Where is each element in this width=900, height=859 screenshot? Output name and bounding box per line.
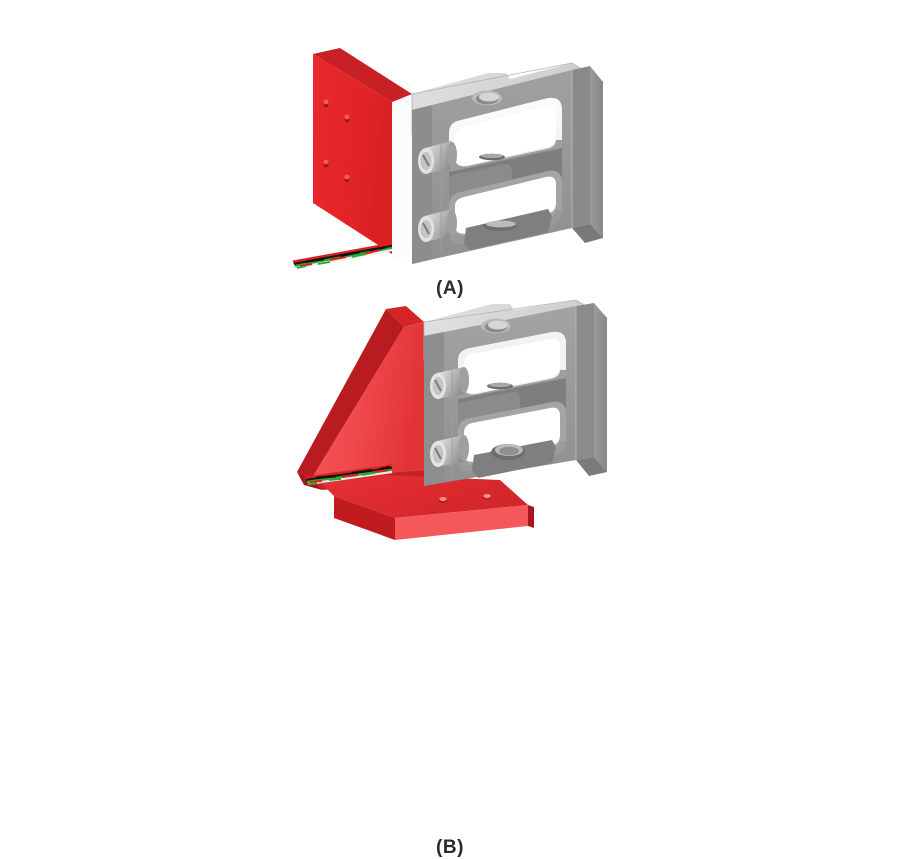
cell-upper-cavity-inner-b [464,338,560,394]
base-plate-hole-highlight-b-2 [483,494,491,498]
cell-lower-hole-bore-b [499,446,519,456]
bracket-top-bevel-b [386,306,424,327]
cell-top-hole-highlight-b [488,320,508,330]
ribbon-cable-b [304,464,393,486]
screw-slot-lower-a [422,222,430,235]
screw-tip-upper-b [459,367,469,393]
plate-top-bevel-a [313,48,412,104]
bracket-left-edge-b [297,309,404,478]
cell-screw-lower-a [418,209,457,242]
red-base-plate-b [321,475,534,540]
cell-right-end-face-a [590,66,603,238]
cell-bottom-bevel-b [576,457,607,476]
cable-weave-red-a [299,249,381,267]
cell-bottom-bevel-a [572,224,603,243]
screw-tip-lower-b [459,435,469,461]
base-plate-hole-highlight-b-1 [439,497,447,501]
panel-b-caption: (B) [436,837,464,858]
screw-slot-upper-a [422,154,430,167]
cell-mount-face-a [392,94,412,262]
cell-top-hole-highlight-a [479,92,499,102]
base-plate-left-face-b [334,496,395,540]
cable-weave-green-a [296,253,367,269]
screw-tip-lower-a [447,210,457,236]
cell-screw-upper-a [418,141,457,174]
load-cell-a [392,62,604,264]
screw-tip-upper-a [447,142,457,168]
plate-hole-highlight-a-1 [323,99,329,105]
cable-wire-red-a [292,242,393,264]
screw-slot-lower-b [434,447,442,460]
cell-upper-cavity-inner-a [455,105,556,166]
cell-lower-cavity-inner-a [455,176,556,234]
cell-upper-cavity-lip-b [458,370,566,400]
cell-upper-cavity-lip-a [449,140,562,173]
cable-weave-dark-b [315,465,391,480]
figure-panel-a: (A) [0,0,900,310]
cell-screw-lower-b [430,435,469,467]
base-plate-front-face-b [395,505,528,540]
cable-wire-red-b [304,464,393,480]
cell-right-block-front-a [572,66,590,228]
cell-right-end-face-b [594,303,607,472]
load-cell-b [423,300,609,486]
figure-panel-b: (B) [0,300,900,858]
cell-right-block-front-b [576,303,594,460]
panel-a-illustration [292,48,604,270]
cable-weave-green-b [307,472,376,485]
panel-a-caption: (A) [436,278,464,299]
panel-b-illustration [297,300,609,540]
base-plate-right-edge-b [528,505,534,528]
base-plate-top-b [321,475,528,518]
plate-hole-highlight-a-2 [344,114,350,120]
plate-hole-highlight-a-3 [323,159,329,165]
screw-slot-upper-b [434,379,442,392]
cable-weave-red-b [309,469,389,483]
cell-screw-upper-b [430,367,469,399]
cell-lower-slot-highlight-a [486,220,516,228]
cell-web-slot-highlight-a [481,153,503,159]
plate-hole-highlight-a-4 [344,174,350,180]
ribbon-cable-a [292,242,393,270]
plate-front-face-a [313,54,392,254]
bracket-gusset-face-b [312,322,424,478]
cell-web-slot-highlight-b [489,382,511,388]
red-angled-bracket-b [297,306,424,490]
cable-weave-dark-a [304,245,387,264]
